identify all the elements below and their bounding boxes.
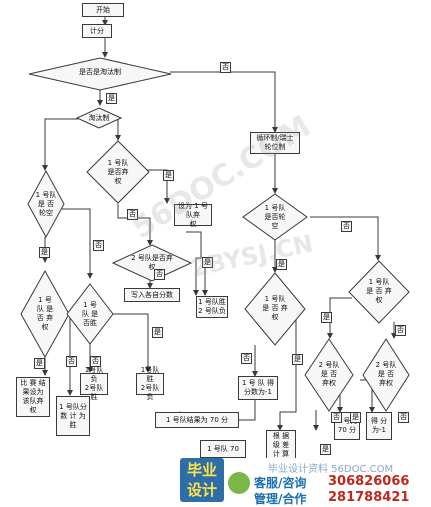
label-yes: 是 — [292, 354, 303, 365]
users-icon — [228, 472, 250, 494]
is-elimination-text: 是否是淘汰制 — [79, 68, 121, 76]
t2-forfeit-elim-text: 2 号队是否弃 权 — [131, 254, 173, 271]
t1-70-node: 1 号队 70 — [200, 440, 246, 458]
round-robin-node: 循环制/瑞士 轮位制 — [250, 132, 300, 154]
elimination-text: 淘汰制 — [88, 114, 110, 122]
t1-forfeit-elim2-decision — [20, 270, 70, 358]
t1-win-t2-lose-b-node: 1号队胜 2号队负 — [136, 366, 164, 401]
t1-lose-t2-win-node: 1号队负 2号队胜 — [80, 366, 108, 401]
label-yes: 是 — [34, 358, 45, 369]
t1-forfeit-rr2-decision — [348, 260, 410, 324]
t1-win-text: 1 号 队 是 否胜 — [81, 301, 99, 327]
is-elimination-decision — [28, 57, 172, 91]
label-yes: 是 — [39, 247, 50, 258]
footer-site: 毕业设计资料 56DOC.COM — [268, 464, 394, 475]
label-yes: 是 — [163, 170, 174, 181]
footer-banner: 毕业 设计 毕业设计资料 56DOC.COM 客服/咨询 306826066 管… — [0, 458, 431, 506]
by-score-calc-node: 根 据 级 差 计 算 — [266, 430, 296, 460]
t1-bye-elim-decision — [27, 170, 65, 238]
label-yes: 是 — [321, 312, 332, 323]
label-no: 否 — [154, 269, 165, 280]
t1-forfeit-rr-text: 1 号队 是 否 弃 权 — [262, 295, 288, 321]
t1-bye-rr-text: 1 号队 是否轮 空 — [264, 204, 286, 230]
label-no: 否 — [398, 412, 409, 423]
label-no: 否 — [395, 325, 406, 336]
t1-forfeit-elim-text: 1 号队 是否弃 权 — [107, 159, 129, 185]
label-yes: 是 — [106, 93, 117, 104]
t1-forfeit-rr2-text: 1 号队 是 否 弃 权 — [366, 278, 392, 304]
manage-qq: 281788421 — [328, 490, 410, 505]
label-no: 否 — [66, 356, 77, 367]
label-yes: 是 — [276, 259, 287, 270]
logo-badge: 毕业 设计 — [180, 458, 224, 502]
label-yes: 是 — [202, 257, 213, 268]
t1-forfeit-elim2-text: 1 号 队 是 否 弃 权 — [36, 296, 54, 331]
label-yes: 是 — [320, 444, 331, 455]
t1-win-t2-lose-a-node: 1 号队胜 2 号队负 — [196, 296, 228, 318]
label-no: 否 — [93, 240, 104, 251]
t2-forfeit-rr-text: 2 号队 是 否 弃权 — [318, 361, 340, 387]
t1-forfeit-elim-decision — [86, 140, 150, 204]
set-t1-forfeit-node: 设为 1 号队弃 权 — [174, 202, 212, 228]
t1-bye-rr-decision — [242, 193, 308, 241]
score-node: 计分 — [82, 24, 112, 38]
elimination-decision — [76, 107, 122, 129]
t1-score-neg1-node: 1 号 队 得 分数为-1 — [238, 376, 278, 400]
label-no: 否 — [331, 412, 342, 423]
label-yes: 是 — [152, 327, 163, 338]
service-qq: 306826066 — [328, 474, 410, 489]
label-no: 否 — [241, 353, 252, 364]
label-no: 否 — [90, 356, 101, 367]
t1-bye-elim-text: 1 号队 是 否 轮空 — [35, 191, 57, 217]
t2-forfeit-rr2-decision — [362, 338, 410, 412]
write-scores-node: 写入各自分数 — [124, 288, 180, 302]
t1-score-win-node: 1 号队分 数 计 为 胜 — [56, 396, 90, 436]
label-no: 否 — [341, 221, 352, 232]
t1-forfeit-rr-decision — [244, 272, 306, 346]
label-yes: 是 — [350, 412, 361, 423]
score-neg1-node: 得 分 为-1 — [366, 412, 392, 440]
result-t1-forfeit-node: 比 赛 结 果设为 该队弃 权 — [16, 377, 50, 417]
label-no: 否 — [220, 62, 231, 73]
t1-result-70-node: 1 号队结果为 70 分 — [155, 412, 239, 428]
service-label: 客服/咨询 — [254, 476, 307, 490]
t2-forfeit-elim-decision — [112, 244, 192, 282]
t2-forfeit-rr2-text: 2 号队 是 否 弃权 — [375, 361, 397, 387]
t1-win-decision — [66, 283, 114, 345]
t2-forfeit-rr-decision — [304, 338, 354, 412]
manage-label: 管理/合作 — [254, 492, 307, 506]
label-no: 否 — [127, 209, 138, 220]
start-node: 开始 — [82, 3, 124, 17]
logo-text: 毕业 设计 — [186, 461, 217, 499]
